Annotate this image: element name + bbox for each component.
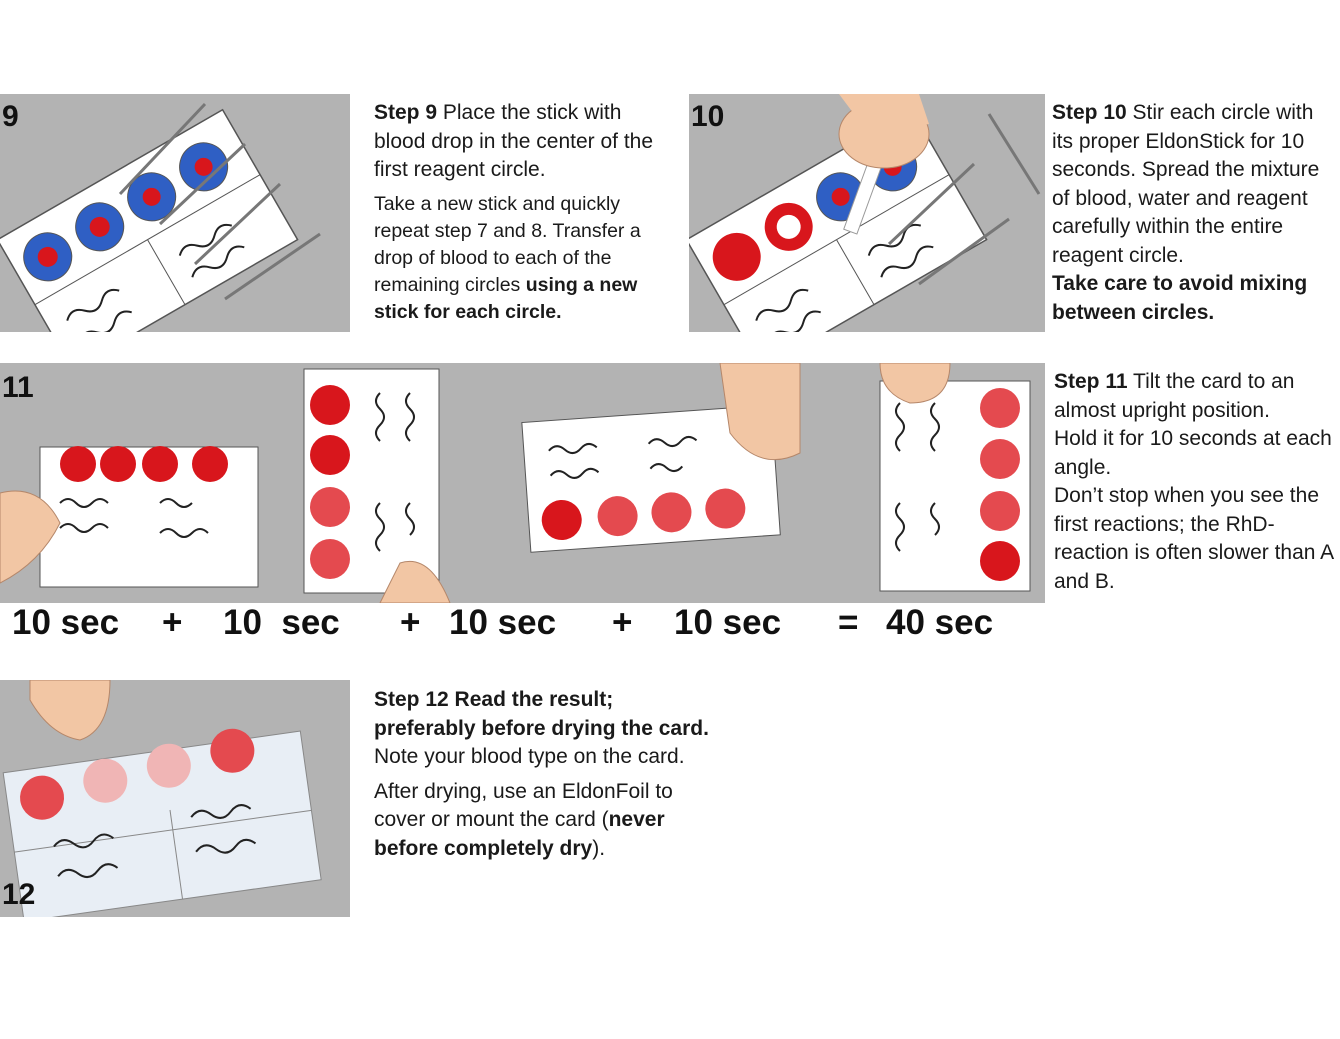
timing-1: 10 sec	[12, 603, 120, 642]
step12-card-drawing	[2, 680, 322, 917]
step9-text-a: Place the stick with blood drop in the c…	[374, 101, 654, 181]
step12-text-b-bold: never before completely dry	[374, 808, 665, 860]
timing-row: 10 sec + 10 sec + 10 sec + 10 sec = 40 s…	[0, 603, 1045, 651]
step9-text-b-bold: using a new stick for each circle.	[374, 273, 638, 323]
timing-2: 10 sec	[223, 603, 340, 642]
step12-text: Step 12 Read the result; preferably befo…	[374, 686, 719, 869]
step12-illustration: 12	[0, 680, 350, 917]
step12-title: Step 12	[374, 688, 449, 711]
step11-title: Step 11	[1054, 370, 1128, 393]
timing-equals: =	[838, 603, 859, 642]
step10-text: Step 10 Stir each circle with its proper…	[1052, 99, 1340, 333]
step12-number: 12	[2, 878, 36, 911]
step12-text-b: After drying, use an EldonFoil to cover …	[374, 779, 673, 832]
step9-text-b: Take a new stick and quickly repeat step…	[374, 192, 641, 296]
step10-title: Step 10	[1052, 101, 1127, 124]
step11-text-b: Hold it for 10 seconds at each angle.	[1054, 427, 1332, 479]
step11-text-c: Don’t stop when you see the first reacti…	[1054, 484, 1333, 593]
step11-text: Step 11 Tilt the card to an almost uprig…	[1054, 368, 1340, 602]
timing-4: 10 sec	[674, 603, 782, 642]
step11-illustration: 11	[0, 363, 1045, 603]
step11-text-a: Tilt the card to an almost upright posit…	[1054, 370, 1295, 422]
timing-plus-3: +	[612, 603, 633, 642]
step10-number: 10	[691, 100, 725, 133]
step9-number: 9	[2, 100, 19, 133]
timing-plus-1: +	[162, 603, 183, 642]
step12-text-a: Note your blood type on the card.	[374, 745, 685, 768]
timing-total: 40 sec	[886, 603, 994, 642]
step9-card-drawing	[0, 102, 321, 332]
step9-title: Step 9	[374, 101, 438, 124]
timing-plus-2: +	[400, 603, 421, 642]
step10-text-bold: Take care to avoid mixing between circle…	[1052, 272, 1308, 324]
step10-illustration: 10	[689, 94, 1045, 332]
step12-text-b-end: ).	[592, 836, 606, 860]
step11-number: 11	[2, 371, 34, 404]
timing-3: 10 sec	[449, 603, 557, 642]
step12-bold-a: Read the result; preferably before dryin…	[374, 688, 709, 740]
step10-text-a: Stir each circle with its proper EldonSt…	[1052, 101, 1320, 267]
step10-card-drawing	[689, 94, 1041, 332]
step11-cards-drawing	[0, 363, 1031, 603]
step9-text: Step 9 Place the stick with blood drop i…	[374, 99, 669, 332]
step9-illustration: 9	[0, 94, 350, 332]
